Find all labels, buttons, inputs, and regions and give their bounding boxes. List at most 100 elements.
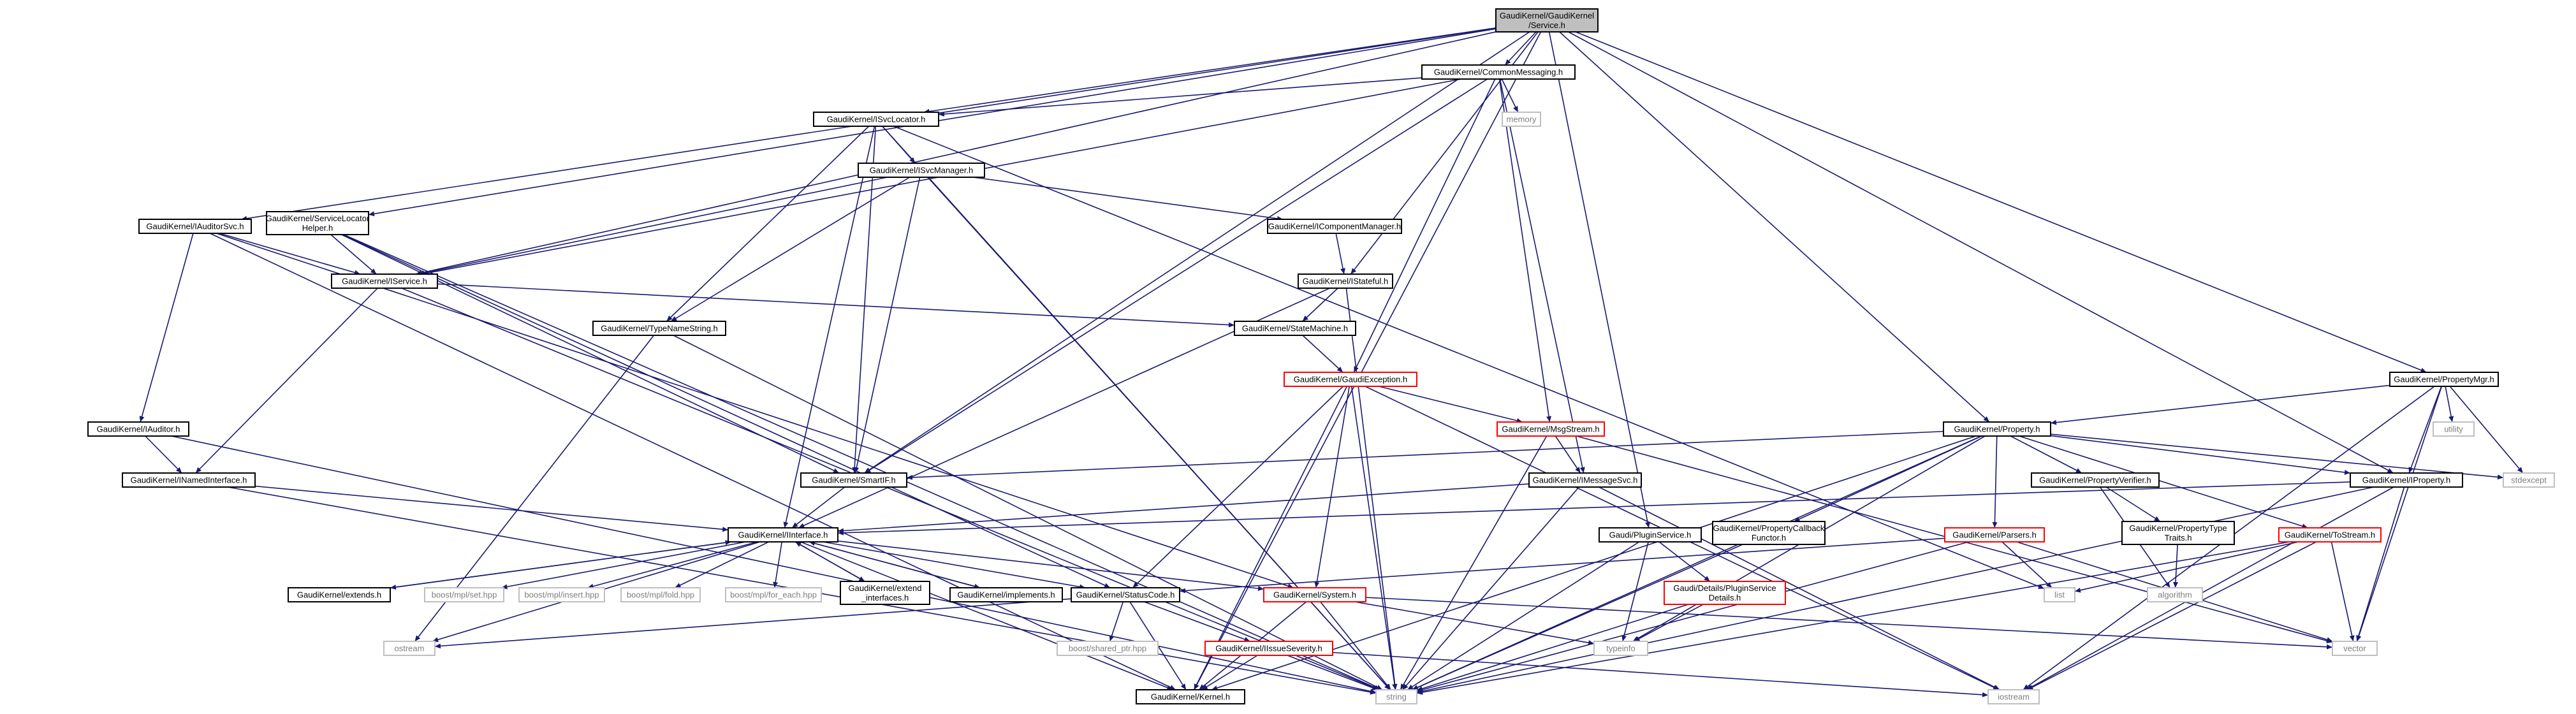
edge-isvclocator-to-typenamestring [666, 126, 870, 322]
node-box [1497, 421, 1605, 437]
node-istateful[interactable]: GaudiKernel/IStateful.h [1298, 273, 1393, 289]
node-label: memory [1507, 115, 1537, 124]
edge-isvclocator-to-iinterface [783, 126, 875, 528]
node-label: boost/mpl/set.hpp [432, 590, 497, 600]
node-property[interactable]: GaudiKernel/Property.h [1943, 421, 2051, 437]
node-service[interactable]: GaudiKernel/GaudiKernel/Service.h [1495, 8, 1599, 33]
node-pluginservice[interactable]: Gaudi/PluginService.h [1599, 527, 1702, 543]
node-extendinterfaces[interactable]: GaudiKernel/extend_interfaces.h [840, 581, 930, 605]
node-label: GaudiKernel/Property.h [1954, 425, 2040, 434]
node-label: _interfaces.h [861, 593, 909, 602]
edge-iinterface-to-statuscode [823, 541, 1086, 590]
node-kernel[interactable]: GaudiKernel/Kernel.h [1136, 689, 1245, 704]
edge-commonmessaging-to-isvclocator [938, 77, 1423, 117]
node-label: Gaudi/PluginService.h [1609, 530, 1692, 540]
edge-gaudiexception-to-statuscode [1132, 386, 1344, 588]
node-iinterface[interactable]: GaudiKernel/IInterface.h [728, 527, 838, 543]
edge-statuscode-to-iissueseverity [1144, 601, 1250, 642]
edge-property-to-iproperty [2050, 435, 2351, 475]
node-box [1284, 372, 1417, 387]
node-implements[interactable]: GaudiKernel/implements.h [949, 587, 1063, 602]
node-vector: vector [2332, 641, 2378, 656]
edge-iservice-to-statemachine [437, 283, 1235, 328]
edge-iauditor-to-inamedinterface [145, 435, 182, 474]
node-box [1528, 472, 1642, 488]
node-propertyverifier[interactable]: GaudiKernel/PropertyVerifier.h [2031, 472, 2160, 488]
edge-service-to-isvclocator [923, 27, 1497, 114]
node-label: Traits.h [2165, 533, 2192, 543]
node-iauditor[interactable]: GaudiKernel/IAuditor.h [87, 421, 189, 437]
node-mplset: boost/mpl/set.hpp [424, 587, 504, 602]
edge-iauditorsvc-to-iservice [219, 233, 361, 275]
edge-iissueseverity-to-kernel [1201, 655, 1258, 690]
node-iproperty[interactable]: GaudiKernel/IProperty.h [2350, 472, 2463, 488]
node-box [1421, 64, 1576, 80]
edge-iissueseverity-to-string [1287, 655, 1379, 690]
node-label: vector [2343, 644, 2366, 653]
node-tostream[interactable]: GaudiKernel/ToStream.h [2278, 527, 2382, 543]
node-isvclocator[interactable]: GaudiKernel/ISvcLocator.h [813, 112, 939, 127]
node-label: /Service.h [1528, 20, 1565, 30]
node-msgstream[interactable]: GaudiKernel/MsgStream.h [1497, 421, 1605, 437]
node-label: GaudiKernel/StateMachine.h [1242, 324, 1348, 333]
node-box [266, 211, 369, 235]
node-label: GaudiKernel/IInterface.h [738, 530, 828, 540]
node-iauditorsvc[interactable]: GaudiKernel/IAuditorSvc.h [138, 219, 252, 234]
edge-property-to-propertyverifier [2010, 435, 2082, 474]
node-propertymgr[interactable]: GaudiKernel/PropertyMgr.h [2389, 372, 2499, 387]
edge-propertymgr-to-iproperty [2408, 386, 2442, 474]
node-label: GaudiKernel/StatusCode.h [1076, 590, 1175, 600]
edge-smartif-to-iinterface [791, 486, 845, 528]
node-system[interactable]: GaudiKernel/System.h [1263, 587, 1366, 602]
node-statuscode[interactable]: GaudiKernel/StatusCode.h [1071, 587, 1180, 602]
node-box [1495, 8, 1599, 33]
node-label: GaudiKernel/GaudiKernel [1500, 11, 1594, 20]
node-box [728, 527, 838, 543]
node-box [288, 587, 391, 602]
node-label: algorithm [2158, 590, 2192, 600]
node-isvcmanager[interactable]: GaudiKernel/ISvcManager.h [858, 163, 985, 178]
node-box [2389, 372, 2499, 387]
node-box [2503, 472, 2555, 488]
edge-iauditorsvc-to-iauditor [139, 233, 194, 423]
node-typeinfo: typeinfo [1593, 641, 1648, 656]
node-list: list [2044, 587, 2075, 602]
edge-service-to-propertymgr [1575, 31, 2427, 373]
node-stdexcept: stdexcept [2503, 472, 2555, 488]
node-box [518, 587, 605, 602]
node-iservice[interactable]: GaudiKernel/IService.h [331, 273, 438, 289]
node-smartif[interactable]: GaudiKernel/SmartIF.h [800, 472, 907, 488]
edge-tostream-to-iostream [2027, 541, 2316, 690]
node-label: GaudiKernel/Kernel.h [1151, 692, 1230, 702]
node-statemachine[interactable]: GaudiKernel/StateMachine.h [1234, 321, 1356, 336]
node-parsers[interactable]: GaudiKernel/Parsers.h [1944, 527, 2045, 543]
node-label: GaudiKernel/CommonMessaging.h [1434, 68, 1563, 77]
edge-iauditor-to-string [171, 435, 1377, 694]
node-typenamestring[interactable]: GaudiKernel/TypeNameString.h [592, 321, 726, 336]
node-utility: utility [2433, 421, 2475, 437]
node-imessagesvc[interactable]: GaudiKernel/IMessageSvc.h [1528, 472, 1642, 488]
node-iissueseverity[interactable]: GaudiKernel/IIssueSeverity.h [1204, 641, 1333, 656]
node-extends[interactable]: GaudiKernel/extends.h [288, 587, 391, 602]
edge-system-to-string [1320, 601, 1391, 690]
node-commonmessaging[interactable]: GaudiKernel/CommonMessaging.h [1421, 64, 1576, 80]
edge-isvclocator-to-list [893, 126, 2045, 590]
edge-parsers-to-statuscode [1179, 537, 1945, 594]
node-label: GaudiKernel/ToStream.h [2285, 530, 2375, 540]
edge-servicelocatorhelper-to-iservice [330, 234, 377, 275]
node-label: list [2054, 590, 2065, 600]
edge-iinterface-to-system [837, 540, 1264, 591]
edge-iissueseverity-to-iostream [1332, 652, 1989, 697]
edge-msgstream-to-imessagesvc [1555, 435, 1581, 474]
node-icomponentmanager[interactable]: GaudiKernel/IComponentManager.h [1267, 219, 1402, 234]
node-inamedinterface[interactable]: GaudiKernel/INamedInterface.h [122, 472, 256, 488]
node-gaudiexception[interactable]: GaudiKernel/GaudiException.h [1284, 372, 1417, 387]
edge-iinterface-to-mplforeach [773, 541, 783, 588]
node-box [331, 273, 438, 289]
node-box [1057, 641, 1159, 656]
node-box [1987, 689, 2040, 704]
